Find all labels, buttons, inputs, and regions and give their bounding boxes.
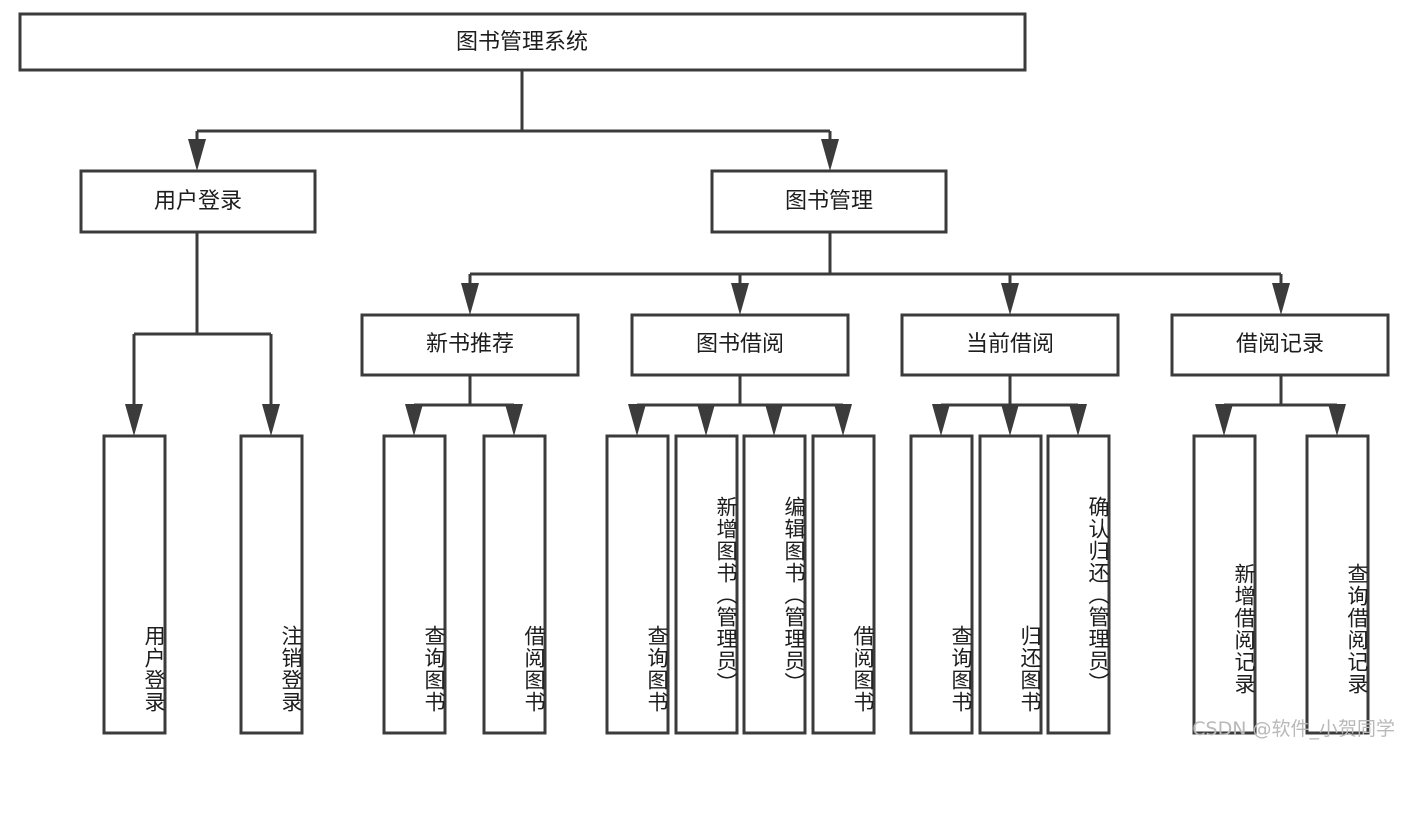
arrow-to-leaf-return-book: [1001, 404, 1019, 436]
node-leaf-query-book-2-box[interactable]: [605, 434, 670, 735]
arrow-to-user-login: [188, 139, 206, 171]
arrow-to-current-borrow: [1001, 283, 1019, 315]
node-user-login[interactable]: 用户登录: [79, 169, 317, 234]
node-leaf-edit-book-box[interactable]: [742, 434, 807, 735]
arrow-to-leaf-add-record: [1215, 404, 1233, 436]
arrow-to-leaf-logout: [262, 404, 280, 436]
node-new-book-rec-box[interactable]: [360, 313, 580, 377]
node-root[interactable]: 图书管理系统: [18, 12, 1027, 72]
node-root-box[interactable]: [18, 12, 1027, 72]
node-book-manage-label: 图书管理: [785, 189, 873, 214]
node-new-book-rec-label: 新书推荐: [426, 332, 514, 357]
arrow-to-leaf-borrow-book-2: [834, 404, 852, 436]
node-new-book-rec[interactable]: 新书推荐: [360, 313, 580, 377]
node-borrow-record[interactable]: 借阅记录: [1170, 313, 1390, 377]
node-book-borrow[interactable]: 图书借阅: [630, 313, 850, 377]
arrow-to-leaf-query-book-3: [932, 404, 950, 436]
node-leaf-user-login-box[interactable]: [102, 434, 167, 735]
node-leaf-add-book-box[interactable]: [674, 434, 739, 735]
node-current-borrow-box[interactable]: [900, 313, 1120, 377]
arrow-to-book-borrow: [731, 283, 749, 315]
arrow-to-borrow-record: [1272, 283, 1290, 315]
node-leaf-borrow-book-1-box[interactable]: [482, 434, 547, 735]
node-borrow-record-box[interactable]: [1170, 313, 1390, 377]
arrow-to-book-manage: [821, 139, 839, 171]
node-book-borrow-label: 图书借阅: [696, 332, 784, 357]
arrow-to-leaf-query-record: [1328, 404, 1346, 436]
arrow-to-leaf-confirm-return: [1069, 404, 1087, 436]
node-leaf-confirm-return-box[interactable]: [1046, 434, 1111, 735]
arrow-to-leaf-user-login: [125, 404, 143, 436]
flowchart-svg: 图书管理系统 用户登录 图书管理 新书推荐 图书借阅: [18, 12, 1390, 735]
arrow-to-new-book-rec: [461, 283, 479, 315]
node-leaf-query-book-3-box[interactable]: [909, 434, 974, 735]
arrow-to-leaf-add-book: [697, 404, 715, 436]
arrow-to-leaf-query-book-2: [628, 404, 646, 436]
node-borrow-record-label: 借阅记录: [1236, 332, 1324, 357]
node-current-borrow-label: 当前借阅: [966, 332, 1054, 357]
node-current-borrow[interactable]: 当前借阅: [900, 313, 1120, 377]
arrow-to-leaf-borrow-book-1: [505, 404, 523, 436]
node-layer: 图书管理系统 用户登录 图书管理 新书推荐 图书借阅: [18, 12, 1390, 735]
flowchart-canvas: 图书管理系统 用户登录 图书管理 新书推荐 图书借阅: [18, 12, 1395, 740]
node-leaf-logout-box[interactable]: [239, 434, 304, 735]
arrow-to-leaf-edit-book: [765, 404, 783, 436]
node-root-label: 图书管理系统: [456, 30, 588, 55]
watermark-text: CSDN @软件_小贺同学: [1192, 718, 1395, 740]
node-user-login-label: 用户登录: [154, 189, 242, 214]
node-book-manage-box[interactable]: [710, 169, 948, 234]
arrow-to-leaf-query-book-1: [405, 404, 423, 436]
node-leaf-query-record-box[interactable]: [1305, 434, 1370, 735]
node-book-borrow-box[interactable]: [630, 313, 850, 377]
node-user-login-box[interactable]: [79, 169, 317, 234]
connector-layer: [125, 70, 1346, 436]
node-leaf-borrow-book-2-box[interactable]: [811, 434, 876, 735]
node-book-manage[interactable]: 图书管理: [710, 169, 948, 234]
node-leaf-add-record-box[interactable]: [1192, 434, 1257, 735]
node-leaf-return-book-box[interactable]: [978, 434, 1043, 735]
node-leaf-query-book-1-box[interactable]: [382, 434, 447, 735]
